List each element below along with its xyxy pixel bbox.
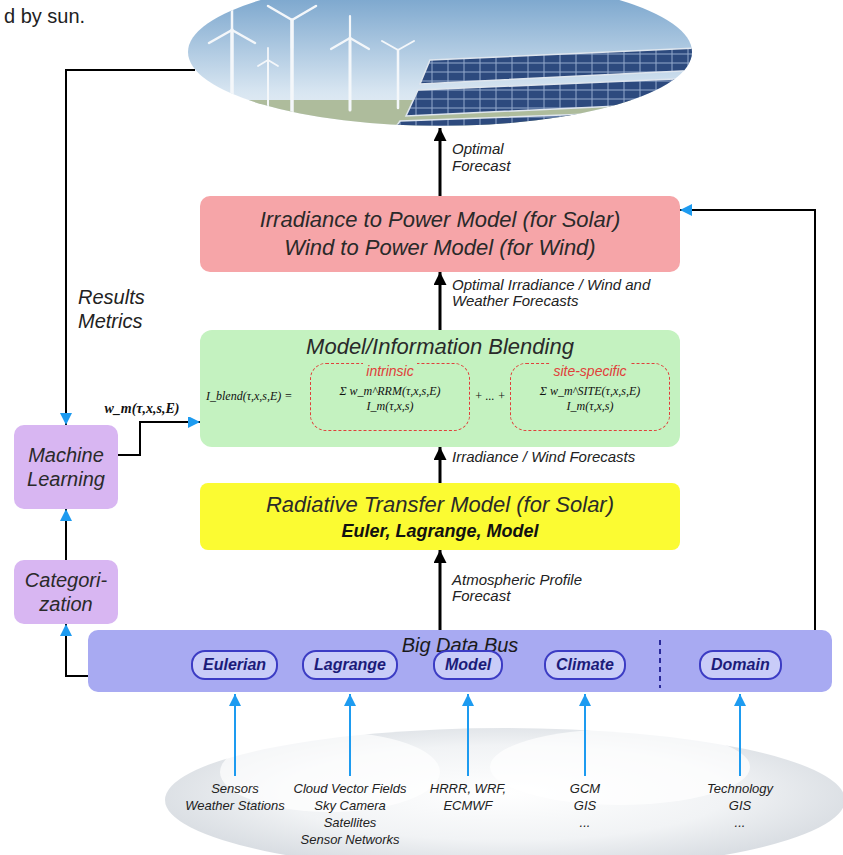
input-arrows bbox=[235, 694, 740, 776]
weight-arrow bbox=[118, 422, 200, 455]
data-bus-band: Big Data BusEulerianLagrangeModelClimate… bbox=[88, 630, 832, 692]
flow-arrow bbox=[439, 272, 442, 330]
source-item: ECMWF bbox=[418, 797, 518, 814]
intrinsic-group: intrinsic Σ w_m^RRM(τ,x,s,E) I_m(τ,x,s) bbox=[310, 363, 470, 431]
sky bbox=[180, 0, 700, 130]
feedback-line bbox=[66, 70, 195, 425]
source-item: HRRR, WRF, bbox=[418, 780, 518, 797]
group-label: intrinsic bbox=[363, 363, 416, 380]
source-item: Cloud Vector Fields bbox=[280, 780, 420, 797]
source-name: Eulerian bbox=[203, 654, 266, 676]
source-item: ... bbox=[680, 814, 800, 831]
cropped-text: d by sun. bbox=[4, 4, 164, 28]
flow-arrow bbox=[439, 550, 442, 630]
model-title: Radiative Transfer Model (for Solar) bbox=[208, 491, 672, 519]
flow-arrow bbox=[439, 447, 442, 483]
radiative-transfer-box: Radiative Transfer Model (for Solar)Eule… bbox=[200, 483, 680, 550]
source-item: GIS bbox=[545, 797, 625, 814]
sky-cloud-photo bbox=[165, 728, 843, 855]
power-model-box: Irradiance to Power Model (for Solar)Win… bbox=[200, 196, 680, 272]
source-item: GIS bbox=[680, 797, 800, 814]
source-item: Weather Stations bbox=[165, 797, 305, 814]
model-title: Irradiance to Power Model (for Solar) bbox=[208, 206, 672, 234]
source-name: Lagrange bbox=[314, 654, 386, 676]
solar-panels bbox=[390, 48, 700, 135]
blending-box: Model/Information BlendingI_blend(τ,x,s,… bbox=[200, 330, 680, 447]
group-label: site-specific bbox=[550, 363, 629, 380]
wind-turbines bbox=[209, 3, 414, 112]
model-title: Model/Information Blending bbox=[206, 333, 674, 361]
machine-learning-box: Machine Learning bbox=[14, 425, 118, 509]
domain-separator bbox=[659, 640, 661, 688]
source-item: Technology bbox=[680, 780, 800, 797]
formula-term: Σ w_m^SITE(τ,x,s,E) I_m(τ,x,s) bbox=[515, 384, 665, 414]
formula-operator: + ... + bbox=[470, 389, 510, 404]
site-specific-group: site-specific Σ w_m^SITE(τ,x,s,E) I_m(τ,x… bbox=[510, 363, 670, 431]
source-pill: Model bbox=[433, 650, 503, 680]
box-title: Categori- zation bbox=[18, 568, 114, 616]
arrow-label: Optimal Forecast bbox=[452, 140, 542, 174]
source-item: Satellites bbox=[280, 814, 420, 831]
edge-label: Atmospheric Profile Forecast bbox=[452, 572, 612, 604]
box-title: Machine Learning bbox=[18, 443, 114, 491]
source-name: Domain bbox=[711, 654, 770, 676]
edge-label: Optimal Irradiance / Wind and Weather Fo… bbox=[452, 277, 692, 309]
formula-term: Σ w_m^RRM(τ,x,s,E) I_m(τ,x,s) bbox=[315, 384, 465, 414]
source-pill: Domain bbox=[699, 650, 782, 680]
formula-prefix: I_blend(τ,x,s,E) = bbox=[206, 389, 310, 404]
domain-arrow bbox=[680, 210, 815, 665]
source-name: Model bbox=[445, 654, 491, 676]
feedback-label: Results Metrics bbox=[78, 285, 162, 333]
forecast-arrow bbox=[439, 128, 442, 196]
source-item: Sensor Networks bbox=[280, 831, 420, 848]
edge-label: w_m(τ,x,s,E) bbox=[86, 400, 198, 417]
feed-arrow bbox=[65, 509, 67, 560]
wind-solar-photo bbox=[180, 0, 700, 135]
source-item: Sky Camera bbox=[280, 797, 420, 814]
source-item: ... bbox=[545, 814, 625, 831]
source-pill: Lagrange bbox=[302, 650, 398, 680]
feed-arrow bbox=[66, 624, 88, 676]
source-item: GCM bbox=[545, 780, 625, 797]
categorization-box: Categori- zation bbox=[14, 560, 118, 624]
source-pill: Eulerian bbox=[191, 650, 278, 680]
model-subtitle: Euler, Lagrange, Model bbox=[208, 519, 672, 543]
source-name: Climate bbox=[556, 654, 614, 676]
source-pill: Climate bbox=[544, 650, 626, 680]
source-item: Sensors bbox=[165, 780, 305, 797]
model-title: Wind to Power Model (for Wind) bbox=[208, 234, 672, 262]
edge-label: Irradiance / Wind Forecasts bbox=[452, 449, 652, 465]
